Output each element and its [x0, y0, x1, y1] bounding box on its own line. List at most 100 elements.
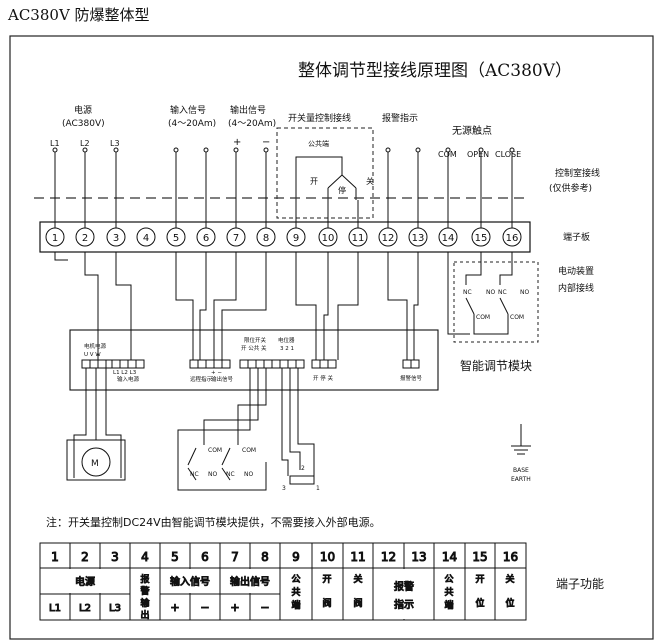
func-table-caption: 端子功能 [556, 577, 604, 591]
terminal-number: 6 [203, 233, 209, 244]
terminal-number: 9 [293, 233, 299, 244]
func-common: 公 [291, 574, 300, 585]
terminal-number: 5 [173, 233, 179, 244]
terminal-4 [136, 227, 156, 247]
limit-com-label: COM [208, 447, 222, 454]
module-pin [239, 359, 249, 369]
module-pin [119, 359, 129, 369]
limit-com-label-2: COM [242, 447, 256, 454]
module-pin [221, 359, 231, 369]
terminal-number: 10 [322, 233, 335, 244]
remote-label: 远程指示 [190, 375, 213, 383]
smart-module [69, 329, 439, 391]
outsig-label: 输出信号 [211, 375, 234, 383]
relay-nc-label: NC [463, 289, 472, 296]
com-label: COM [438, 150, 457, 159]
control-room-label: 控制室接线 [555, 167, 600, 179]
func-common: 共 [291, 587, 300, 598]
alarm-label: 报警指示 [382, 112, 418, 124]
module-pin [197, 359, 207, 369]
model-title: AC380V 防爆整体型 [7, 6, 150, 24]
terminal-number: 16 [506, 233, 519, 244]
terminal-number: 7 [233, 233, 239, 244]
terminal-number: 14 [442, 233, 455, 244]
switch-label: 开关量控制接线 [288, 112, 351, 124]
pot-pins-label: 3 2 1 [280, 346, 294, 352]
module-pin [135, 359, 145, 369]
plus-label: + [233, 137, 241, 148]
module-pin [81, 359, 91, 369]
power-label: 电源 [74, 104, 92, 116]
module-pin [327, 359, 337, 369]
pot-pin-1: 1 [316, 485, 320, 492]
alarm-sig-label: 报警信号 [400, 374, 423, 382]
func-open: 开 [322, 574, 331, 585]
func-terminal-num: 3 [111, 550, 119, 564]
input-label: 输入信号 [170, 104, 206, 116]
common-label: 公共端 [308, 139, 329, 148]
module-pin [247, 359, 257, 369]
func-alarm-out: 输 [140, 597, 149, 609]
frame [9, 35, 654, 640]
module-pin [279, 359, 289, 369]
func-terminal-num: 14 [442, 550, 457, 564]
module-pin [111, 359, 121, 369]
func-terminal-num: 13 [411, 550, 426, 564]
module-pin [89, 359, 99, 369]
relay-com-label: COM [476, 314, 490, 321]
func-close-pos: 位 [505, 597, 514, 609]
func-close: 关 [353, 573, 362, 585]
uvw-label: U V W [84, 352, 101, 358]
func-alarm-out: 警 [140, 585, 149, 597]
func-close: 阀 [353, 598, 362, 609]
output-label: 输出信号 [230, 104, 266, 116]
func-terminal-num: 1 [51, 550, 59, 564]
func-sign: + [170, 601, 179, 614]
func-terminal-num: 11 [350, 550, 365, 564]
func-terminal-num: 10 [320, 550, 335, 564]
func-com: 公 [444, 574, 453, 585]
relay-no-label: NO [486, 289, 495, 296]
internal-wiring-label: 内部接线 [558, 282, 594, 294]
pot-pin-3: 3 [282, 485, 286, 492]
l123-label: L1 L2 L3 [113, 370, 137, 376]
module-pin [311, 359, 321, 369]
module-label: 智能调节模块 [460, 358, 532, 373]
module-pin [410, 359, 420, 369]
func-alarm-out: 出 [140, 609, 149, 621]
minus-label: − [262, 137, 270, 148]
terminal-number: 8 [263, 233, 269, 244]
relay-com-label-2: COM [510, 314, 524, 321]
func-terminal-num: 15 [472, 550, 487, 564]
l3-label: L3 [110, 139, 120, 148]
power-sub-label: (AC380V) [62, 119, 105, 129]
func-terminal-num: 16 [503, 550, 518, 564]
close-label: 关 [366, 176, 374, 186]
terminal-number: 13 [412, 233, 425, 244]
note-text: 注：开关量控制DC24V由智能调节模块提供，不需要接入外部电源。 [46, 515, 381, 529]
output-sub-label: (4～20Am) [228, 119, 276, 129]
func-sign: − [200, 601, 209, 614]
module-pin [402, 359, 412, 369]
plusminus-label: + − [211, 370, 222, 376]
ref-label: (仅供参考) [549, 182, 592, 194]
terminal-number: 1 [52, 233, 58, 244]
limit-no-label: NO [208, 471, 217, 478]
func-terminal-num: 8 [261, 550, 269, 564]
func-output: 输出信号 [230, 575, 270, 588]
terminal-number: 12 [382, 233, 395, 244]
module-pin [295, 359, 305, 369]
l2-label: L2 [80, 139, 90, 148]
terminal-board-label: 端子板 [563, 231, 590, 243]
func-input: 输入信号 [170, 575, 210, 588]
relay-no-label-2: NO [520, 289, 529, 296]
page-title: 整体调节型接线原理图（AC380V） [298, 61, 572, 81]
func-terminal-num: 2 [81, 550, 89, 564]
motor-device-box [453, 261, 539, 343]
earth-label-2: EARTH [511, 476, 531, 483]
func-terminal-num: 7 [231, 550, 239, 564]
module-pin [127, 359, 137, 369]
open-label: 开 [310, 177, 318, 186]
func-power: 电源 [75, 575, 95, 588]
